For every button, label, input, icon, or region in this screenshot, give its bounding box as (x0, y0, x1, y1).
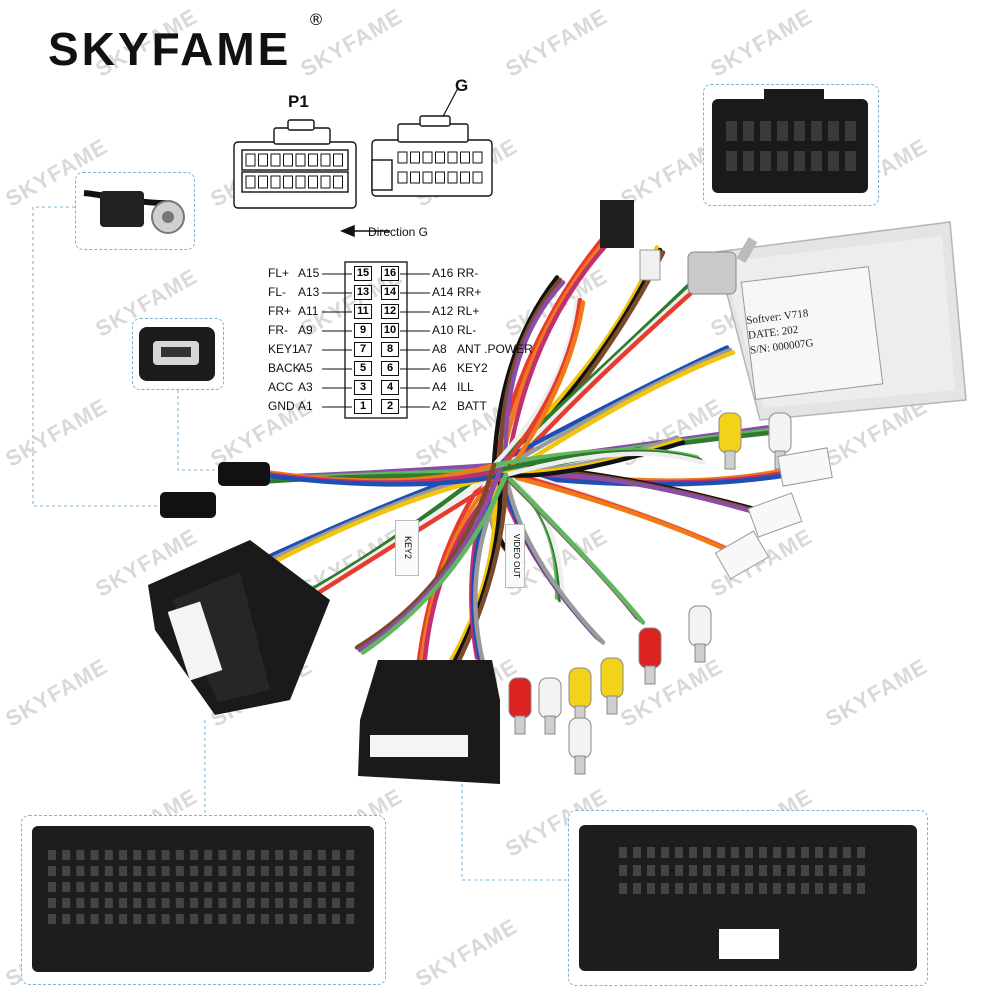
pin-right-number: 14 (381, 285, 399, 300)
pin-left-name: KEY1 (268, 342, 299, 356)
pin-left-id: A3 (298, 380, 313, 394)
pin-right-name: ANT .POWER (457, 342, 533, 356)
inset-mini-usb (132, 318, 224, 390)
pin-left-number: 15 (354, 266, 372, 281)
pin-left-number: 11 (354, 304, 372, 319)
pin-left-name: FR+ (268, 304, 292, 318)
pin-right-name: RR+ (457, 285, 482, 299)
white-pin-connectors (714, 447, 833, 580)
pin-left-number: 9 (354, 323, 372, 338)
pin-left-id: A11 (298, 304, 319, 318)
pin-right-number: 8 (381, 342, 399, 357)
pin-left-number: 13 (354, 285, 372, 300)
antenna-connector (600, 200, 758, 295)
pin-left-id: A9 (298, 323, 313, 337)
pin-right-id: A10 (432, 323, 454, 337)
pin-right-number: 10 (381, 323, 399, 338)
inset-g-socket (703, 84, 879, 206)
video-out-tag: VIDEO OUT (505, 524, 525, 588)
pin-left-number: 1 (354, 399, 372, 414)
pin-right-name: ILL (457, 380, 474, 394)
pin-left-id: A7 (298, 342, 313, 356)
pin-left-name: FR- (268, 323, 288, 337)
pin-right-id: A4 (432, 380, 447, 394)
pin-right-id: A12 (432, 304, 454, 318)
pin-right-name: BATT (457, 399, 487, 413)
pin-right-id: A2 (432, 399, 447, 413)
middle-harness-connector (358, 660, 500, 784)
canbus-box (715, 221, 967, 421)
brand-logo: SKYFAME (48, 23, 292, 75)
pin-right-name: RL+ (457, 304, 480, 318)
guide-lines (32, 206, 572, 881)
usb-plug-left (160, 462, 270, 518)
registered-mark: ® (308, 10, 324, 29)
pin-left-number: 7 (354, 342, 372, 357)
p1-label: P1 (288, 92, 309, 111)
direction-arrow-icon (340, 224, 390, 238)
pin-left-name: ACC (268, 380, 294, 394)
box-label: Softver: V718 DATE: 202 S/N: 000007G (745, 306, 815, 358)
pin-right-number: 4 (381, 380, 399, 395)
pin-left-id: A5 (298, 361, 313, 375)
pin-right-number: 2 (381, 399, 399, 414)
pin-right-id: A16 (432, 266, 454, 280)
pin-right-number: 6 (381, 361, 399, 376)
pin-right-id: A8 (432, 342, 447, 356)
pin-right-name: RR- (457, 266, 479, 280)
pin-right-name: KEY2 (457, 361, 488, 375)
pin-left-number: 5 (354, 361, 372, 376)
pin-left-name: FL- (268, 285, 286, 299)
pin-left-name: BACK (268, 361, 301, 375)
right-socket-icon (579, 825, 917, 971)
left-harness-connector (148, 540, 330, 715)
key2-tag: KEY2 (395, 520, 419, 576)
inset-right-socket (568, 810, 928, 986)
inset-left-socket (21, 815, 386, 985)
mini-usb-icon (139, 327, 215, 381)
g-socket-icon (712, 89, 868, 193)
pin-left-id: A13 (298, 285, 320, 299)
pin-left-name: FL+ (268, 266, 290, 280)
inset-antenna-adapter (75, 172, 195, 250)
antenna-adapter-icon (83, 190, 185, 234)
direction-label: Direction G (368, 225, 429, 239)
pin-right-number: 12 (381, 304, 399, 319)
pin-right-id: A14 (432, 285, 454, 299)
pin-left-number: 3 (354, 380, 372, 395)
pin-left-id: A1 (298, 399, 313, 413)
pin-left-id: A15 (298, 266, 320, 280)
pin-right-name: RL- (457, 323, 477, 337)
g-label: G (455, 76, 469, 95)
pin-right-number: 16 (381, 266, 399, 281)
left-socket-icon (32, 826, 374, 972)
pin-right-id: A6 (432, 361, 447, 375)
pin-left-name: GND (268, 399, 295, 413)
